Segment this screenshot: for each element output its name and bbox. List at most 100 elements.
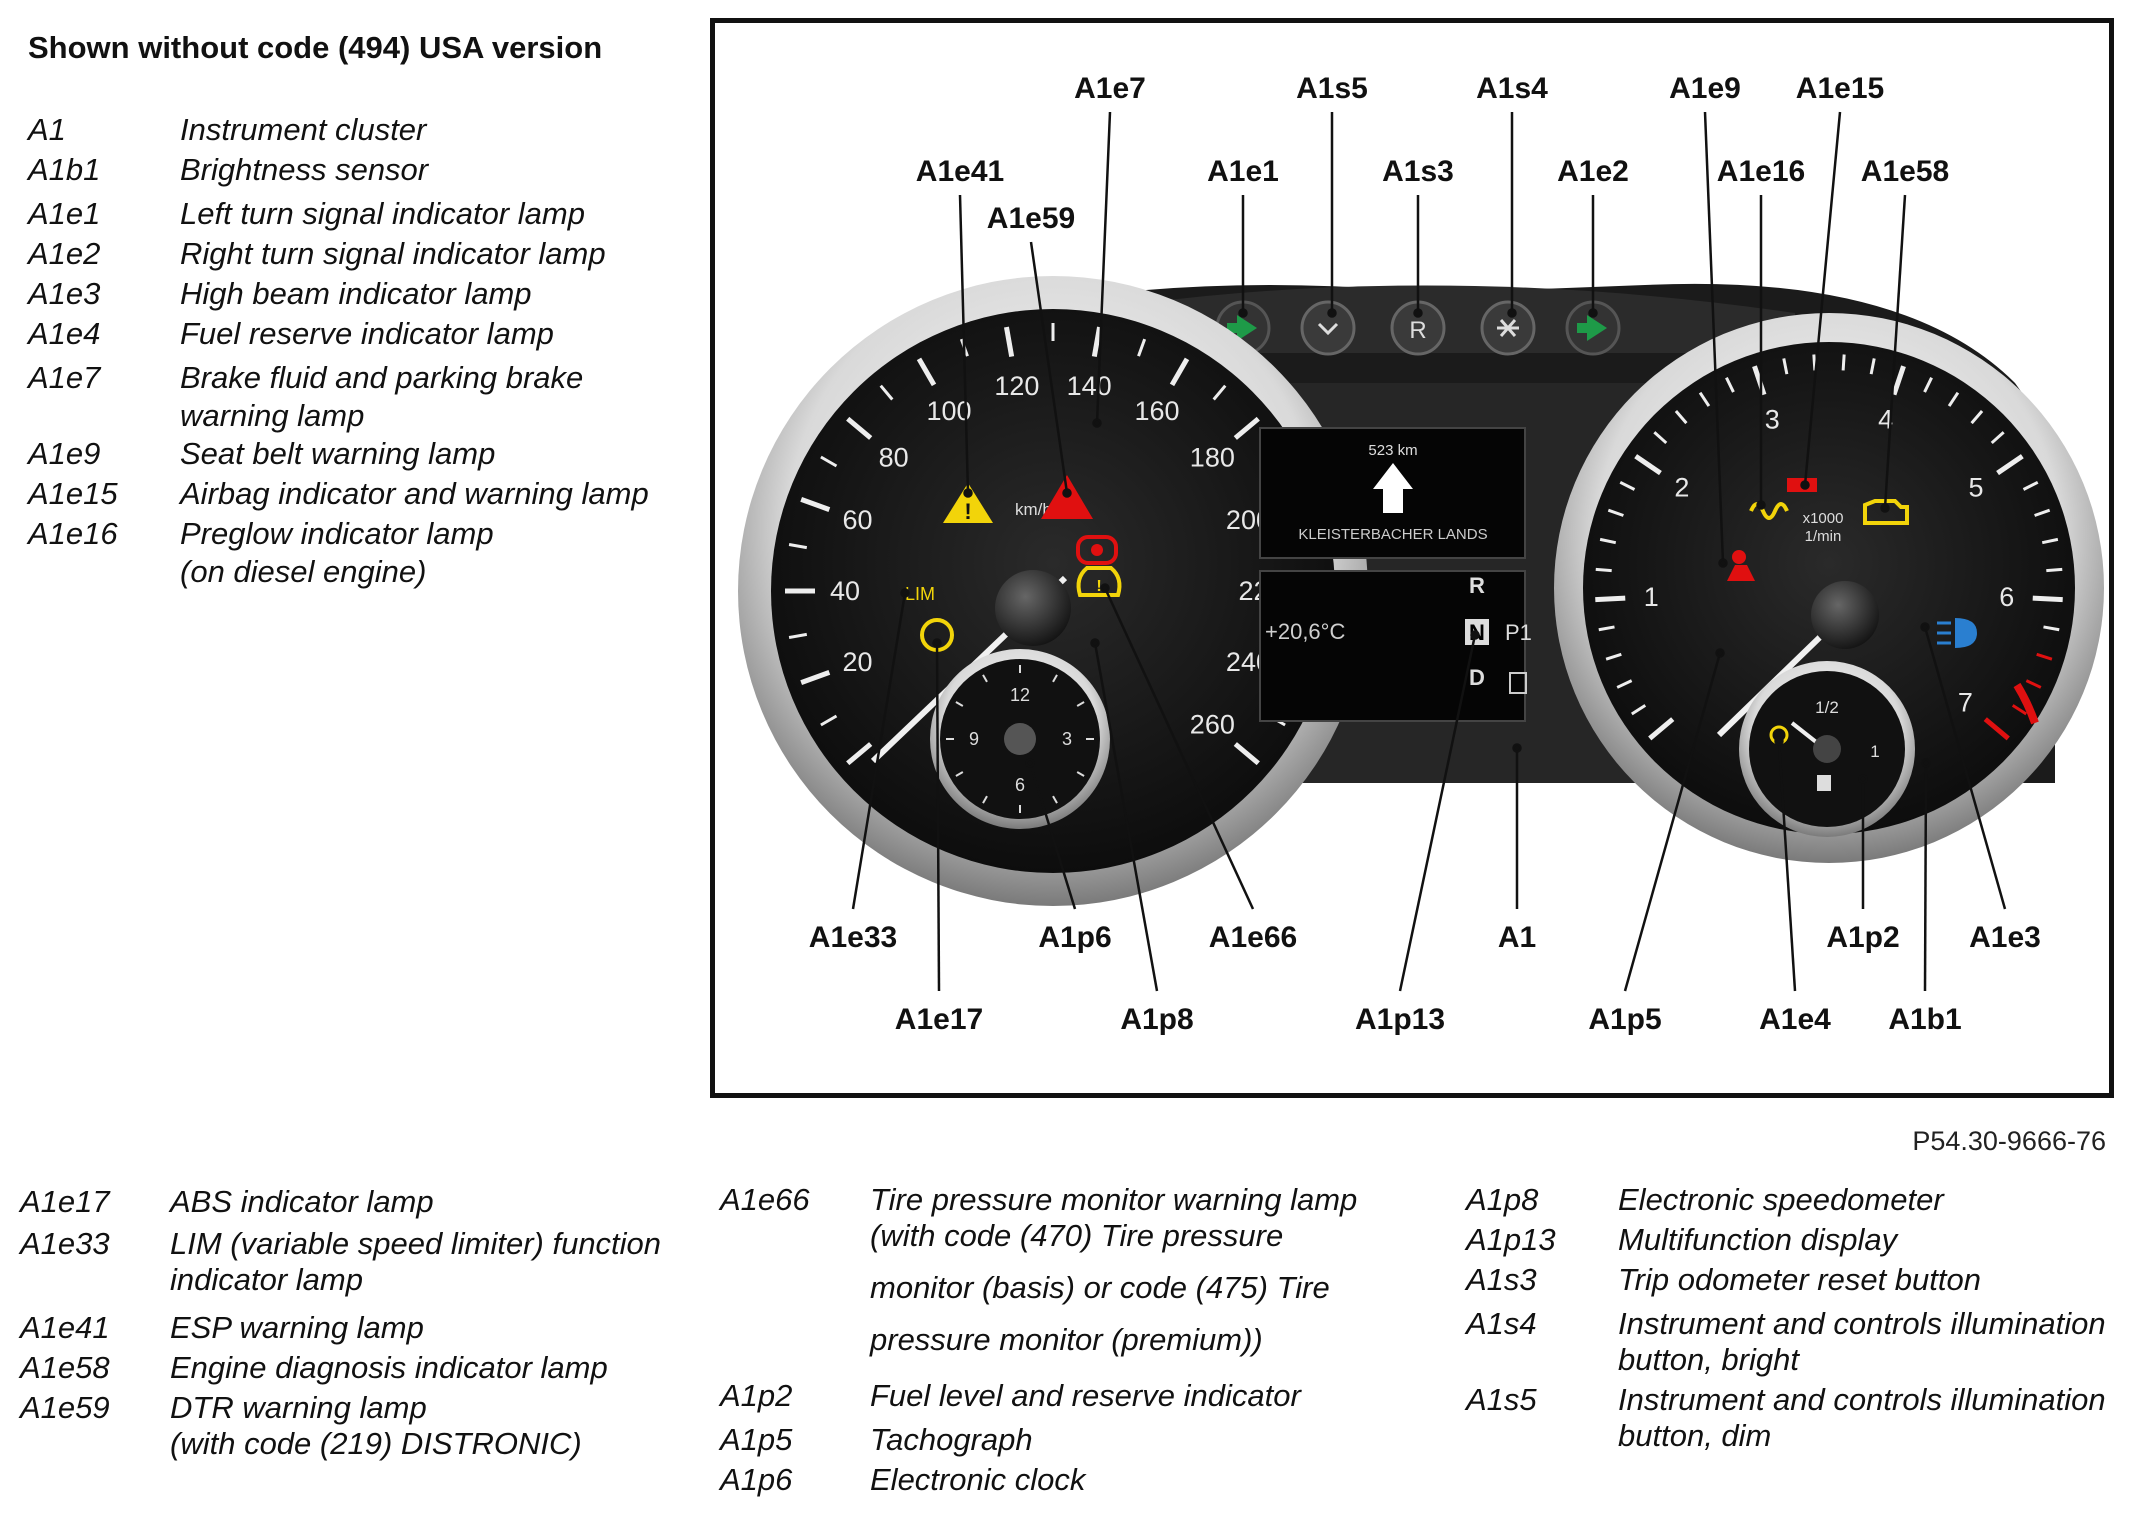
tach-tick (1698, 391, 1711, 407)
leader-dot (1715, 648, 1725, 658)
tach-tick (1607, 508, 1624, 517)
legend-code: A1e41 (20, 1310, 110, 1345)
speed-unit: km/h (1015, 500, 1052, 519)
legend-description: indicator lamp (170, 1262, 363, 1297)
tach-label: 6 (1999, 582, 2014, 612)
callout-a1p8: A1p8 (1120, 1003, 1193, 1036)
leader-dot (1880, 503, 1890, 513)
tach-label: 1 (1644, 582, 1659, 612)
trip-reset-label: R (1409, 317, 1426, 344)
legend-code: A1p6 (720, 1462, 793, 1497)
legend-code: A1e58 (20, 1350, 110, 1385)
callout-a1e7: A1e7 (1074, 72, 1146, 105)
leader-line (1803, 111, 1842, 486)
dim-button[interactable] (1300, 300, 1356, 356)
tach-tick (1782, 358, 1789, 375)
legend-code: A1p13 (1466, 1222, 1556, 1257)
tach-tick (1653, 431, 1668, 445)
tach-tick (2032, 595, 2063, 603)
tach-tick (2046, 567, 2063, 573)
legend-code: A1p8 (1466, 1182, 1539, 1217)
leader-dot (900, 588, 910, 598)
clock-12: 12 (1010, 685, 1030, 705)
tach-tick (1605, 652, 1622, 661)
legend-code: A1e16 (28, 516, 118, 551)
speed-label: 40 (830, 576, 860, 606)
multifunction-display: 523 km KLEISTERBACHER LANDS +20,6°C R N … (1259, 427, 1532, 722)
speed-tick (800, 670, 831, 686)
legend-code: A1e15 (28, 476, 118, 511)
tach-tick (1869, 358, 1876, 375)
leader-dot (1756, 500, 1766, 510)
speedometer-labels: 20406080100120140160180200220240260 (830, 371, 1284, 740)
speed-label: 160 (1134, 396, 1179, 426)
leader-line (1923, 626, 2007, 910)
callout-a1: A1 (1498, 921, 1536, 954)
tach-tick (1983, 717, 2010, 741)
clock-tick (982, 795, 988, 804)
leader-dot (1090, 638, 1100, 648)
legend-description: Electronic speedometer (1618, 1182, 1944, 1217)
tach-tick (1923, 377, 1933, 393)
callout-leaders (851, 111, 2007, 992)
tach-label: 3 (1765, 404, 1780, 434)
tach-tick (1990, 431, 2005, 445)
leader-line (1093, 642, 1159, 992)
leader-dot (1718, 558, 1728, 568)
callout-a1p5: A1p5 (1588, 1003, 1661, 1036)
callout-a1e58: A1e58 (1861, 155, 1949, 188)
legend-description: Airbag indicator and warning lamp (180, 476, 649, 511)
seat-belt-icon (1732, 550, 1746, 564)
fuel-pump-icon (1817, 775, 1831, 791)
right-turn-arrow-icon (1577, 315, 1607, 341)
leader-line (1883, 194, 1907, 509)
legend-code: A1p5 (720, 1422, 793, 1457)
tach-tick (1841, 354, 1846, 371)
tach-tick (1616, 679, 1633, 689)
clock-hub (1004, 723, 1036, 755)
clock-tick (1052, 795, 1058, 804)
legend-description: DTR warning lamp (170, 1390, 427, 1425)
speed-tick (1233, 742, 1260, 766)
leader-line (851, 592, 907, 910)
callout-a1e59: A1e59 (987, 202, 1075, 235)
legend-code: A1e17 (20, 1184, 110, 1219)
legend-description: ESP warning lamp (170, 1310, 424, 1345)
leader-line (1923, 762, 1928, 992)
speed-hub (995, 570, 1071, 646)
legend-code: A1e7 (28, 360, 101, 395)
tach-tick (1970, 410, 1984, 425)
tach-tick (1648, 717, 1675, 741)
tach-tick (1630, 704, 1647, 716)
brake-warning-dot (1091, 544, 1103, 556)
leader-line (1103, 587, 1255, 910)
leader-dot (1774, 736, 1784, 746)
legend-code: A1e4 (28, 316, 101, 351)
leader-line (1029, 241, 1069, 494)
legend-description: Electronic clock (870, 1462, 1086, 1497)
leader-dot (963, 488, 973, 498)
tach-tick (1619, 480, 1636, 491)
fuel-full: 1 (1870, 742, 1879, 761)
legend-description: Instrument cluster (180, 112, 427, 147)
legend-code: A1 (28, 112, 66, 147)
speed-tick (1233, 416, 1260, 440)
leader-dot (1100, 583, 1110, 593)
tach-hub (1811, 581, 1879, 649)
legend-description: Engine diagnosis indicator lamp (170, 1350, 608, 1385)
legend-description: Left turn signal indicator lamp (180, 196, 585, 231)
leader-line (1623, 652, 1722, 992)
leader-line (1777, 740, 1797, 992)
speed-tick (820, 714, 838, 727)
tach-tick (1725, 377, 1735, 393)
brake-warning-icon (1076, 535, 1118, 565)
callout-a1e66: A1e66 (1209, 921, 1297, 954)
legend-code: A1b1 (28, 152, 101, 187)
speed-label: 140 (1067, 371, 1112, 401)
legend-code: A1e9 (28, 436, 101, 471)
tire-pressure-exclamation: ! (1096, 578, 1101, 595)
gear-p: P1 (1505, 620, 1532, 645)
tach-tick (1598, 625, 1615, 632)
legend-description: Trip odometer reset button (1618, 1262, 1981, 1297)
leader-dot (1413, 308, 1423, 318)
